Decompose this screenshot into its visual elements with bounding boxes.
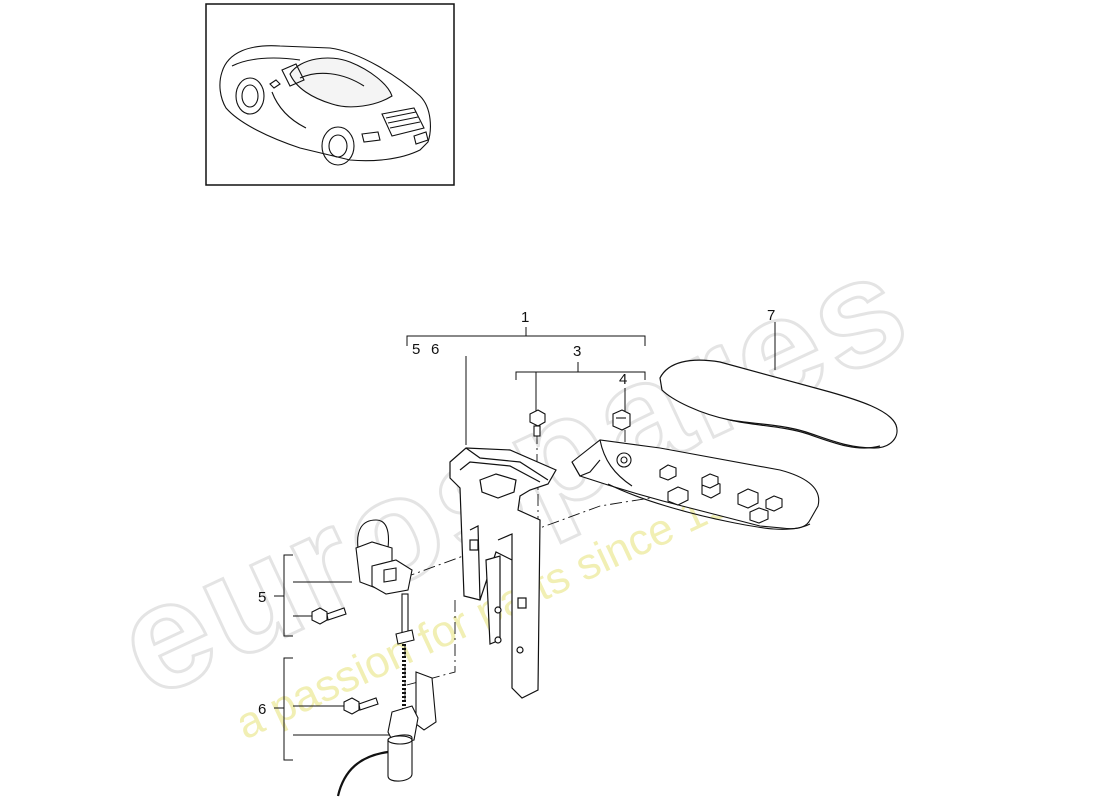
part-3-tray <box>571 439 820 530</box>
callout-3: 3 <box>573 343 581 360</box>
convertible-car-icon <box>219 45 431 166</box>
part-5-screw <box>311 607 347 625</box>
part-4-clip <box>612 409 631 431</box>
callout-5-top: 5 <box>412 341 420 358</box>
part-5-sensor <box>355 519 413 595</box>
vehicle-thumbnail <box>205 3 455 186</box>
callout-6-top: 6 <box>431 341 439 358</box>
part-7-cover <box>659 359 898 449</box>
callout-4: 4 <box>619 371 627 388</box>
part-3-screw <box>529 409 546 437</box>
part-6-screw <box>343 697 379 715</box>
callout-lines <box>274 322 776 761</box>
part-6-drive <box>336 593 437 797</box>
callout-5-side: 5 <box>258 589 266 606</box>
callout-6-side: 6 <box>258 701 266 718</box>
callout-1: 1 <box>521 309 529 326</box>
callout-numbers: 1 5 6 3 4 7 5 6 <box>258 307 775 718</box>
part-1-bracket <box>449 447 557 699</box>
callout-7: 7 <box>767 307 775 324</box>
